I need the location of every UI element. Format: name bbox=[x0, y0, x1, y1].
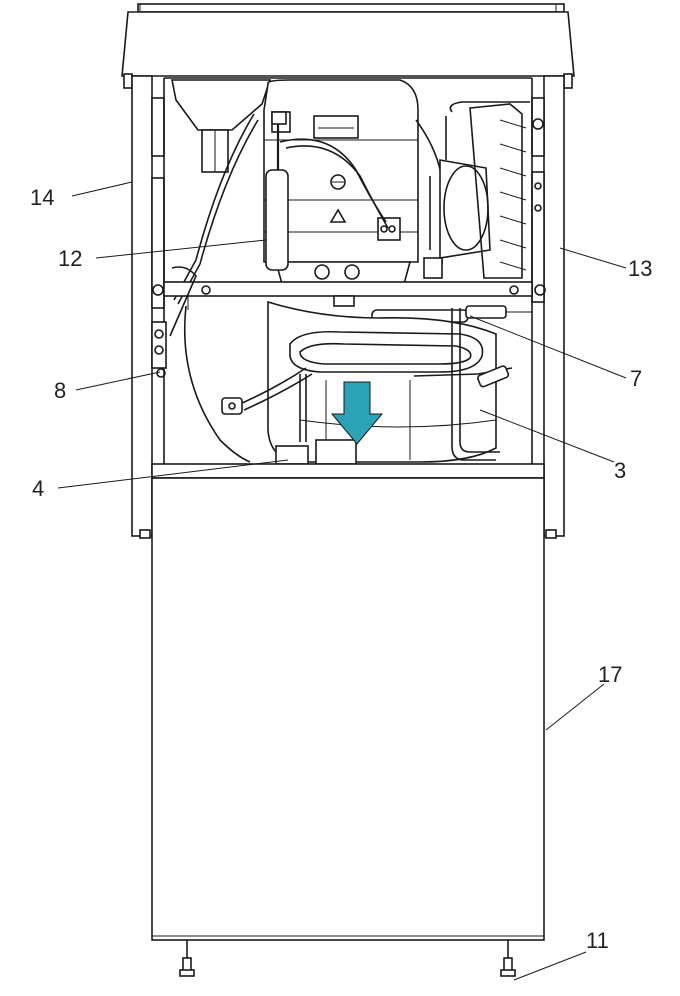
callout-4: 4 bbox=[32, 476, 44, 501]
callout-14: 14 bbox=[30, 185, 54, 210]
left-bracket bbox=[151, 321, 167, 378]
top-cover bbox=[121, 3, 575, 89]
compressor bbox=[267, 300, 497, 463]
lower-cabinet-door bbox=[151, 477, 545, 941]
divider-shelf bbox=[151, 463, 545, 479]
right-side-panel bbox=[139, 75, 565, 539]
condenser-grille bbox=[445, 101, 544, 279]
callout-11: 11 bbox=[586, 928, 609, 953]
water-funnel bbox=[171, 79, 272, 173]
interior-frame bbox=[163, 77, 533, 466]
down-arrow-icon bbox=[330, 381, 384, 445]
callout-12: 12 bbox=[58, 246, 82, 271]
callout-7: 7 bbox=[630, 366, 642, 391]
gas-spring bbox=[265, 111, 289, 271]
screw-right-icon bbox=[500, 940, 516, 977]
sensor-probe bbox=[183, 305, 313, 463]
reservoir-block bbox=[263, 79, 419, 285]
condenser-fan bbox=[423, 159, 491, 279]
screw-left-icon bbox=[179, 940, 195, 977]
callout-3: 3 bbox=[614, 458, 626, 483]
leader-lines bbox=[57, 181, 627, 981]
cross-bar bbox=[152, 266, 546, 337]
callout-17: 17 bbox=[598, 662, 622, 687]
callout-8: 8 bbox=[54, 378, 66, 403]
base-tray bbox=[275, 439, 357, 465]
callout-13: 13 bbox=[628, 256, 652, 281]
